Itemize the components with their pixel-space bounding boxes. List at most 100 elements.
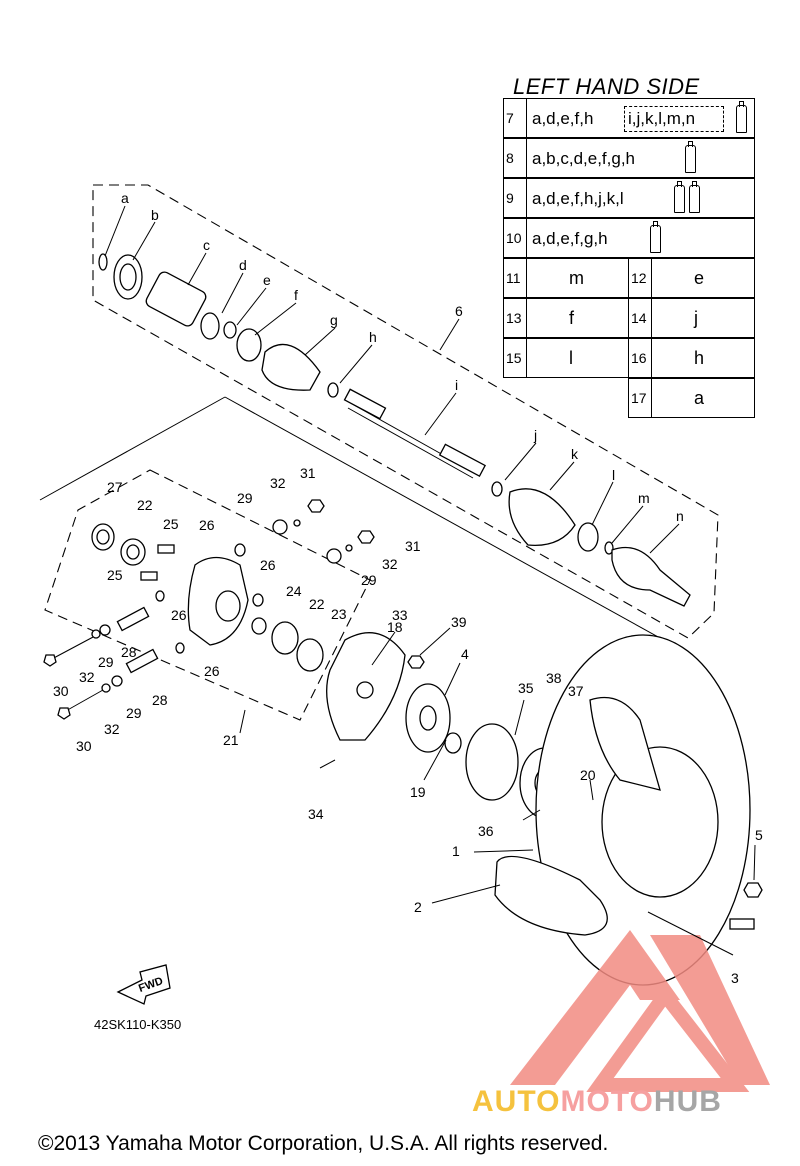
callout-32c: 32	[79, 669, 95, 685]
callout-i: i	[455, 377, 458, 393]
callout-26a: 26	[199, 517, 215, 533]
legend-row: 9 a,d,e,f,h,j,k,l	[503, 178, 755, 218]
legend-row-value: a,d,e,f,h,j,k,l	[532, 189, 624, 208]
legend-pair-row: 11 m 12 e	[503, 258, 755, 298]
watermark-auto: AUTO	[472, 1085, 561, 1118]
callout-18: 18	[387, 619, 403, 635]
fwd-arrow-icon: FWD	[116, 964, 171, 1005]
watermark-logo	[510, 930, 770, 1092]
letter-callouts: a b c d e f g h i j k l m n	[121, 190, 684, 524]
callout-28b: 28	[152, 692, 168, 708]
callout-31b: 31	[405, 538, 421, 554]
callout-6: 6	[455, 303, 463, 319]
callout-21: 21	[223, 732, 239, 748]
number-callouts: 1 2 3 4 5 6 18 19 20 21 22 22 23 24 25 2…	[53, 303, 763, 986]
legend-pair-num: 12	[631, 270, 647, 286]
callout-20: 20	[580, 767, 596, 783]
callout-3: 3	[731, 970, 739, 986]
drive-shaft-parts	[98, 253, 691, 607]
callout-5: 5	[755, 827, 763, 843]
legend-pair-value: m	[569, 268, 584, 288]
legend-pair-value: l	[569, 348, 573, 368]
callout-30b: 30	[76, 738, 92, 754]
callout-26b: 26	[260, 557, 276, 573]
callout-e: e	[263, 272, 271, 288]
callout-24: 24	[286, 583, 302, 599]
legend-row-value: a,d,e,f,g,h	[532, 229, 608, 248]
legend-row-num: 9	[506, 190, 514, 206]
grease-tube-icon	[689, 181, 700, 213]
legend-title: LEFT HAND SIDE	[513, 74, 700, 99]
watermark-text: AUTOMOTOHUB	[472, 1085, 722, 1119]
grease-tube-icon	[650, 221, 661, 253]
legend-row-num: 7	[506, 110, 514, 126]
callout-b: b	[151, 207, 159, 223]
legend-boxed-group: i,j,k,l,m,n	[624, 106, 724, 132]
callout-34: 34	[308, 806, 324, 822]
callout-25a: 25	[163, 516, 179, 532]
legend-row: 10 a,d,e,f,g,h	[503, 218, 755, 258]
grease-tube-icon	[674, 181, 685, 213]
callout-n: n	[676, 508, 684, 524]
callout-33: 33	[392, 607, 408, 623]
callout-29b: 29	[361, 572, 377, 588]
callout-l: l	[612, 467, 615, 483]
legend-row: 8 a,b,c,d,e,f,g,h	[503, 138, 755, 178]
drive-shaft-group-outline	[92, 184, 719, 639]
copyright-notice: ©2013 Yamaha Motor Corporation, U.S.A. A…	[38, 1132, 609, 1155]
callout-36: 36	[478, 823, 494, 839]
legend-row: 7 a,d,e,f,h i,j,k,l,m,n	[503, 98, 755, 138]
callout-g: g	[330, 312, 338, 328]
grease-tube-icon	[685, 141, 696, 173]
legend-pair-value: h	[694, 348, 705, 368]
callout-c: c	[203, 237, 210, 253]
callout-d: d	[239, 257, 247, 273]
legend-row-value: a,b,c,d,e,f,g,h	[532, 149, 636, 168]
legend-pair-value: a	[694, 388, 705, 408]
callout-4: 4	[461, 646, 469, 662]
callout-k: k	[571, 446, 579, 462]
callout-1: 1	[452, 843, 460, 859]
legend-pair-num: 11	[506, 270, 521, 286]
legend-pair-num: 16	[631, 350, 647, 366]
callout-23: 23	[331, 606, 347, 622]
watermark-hub: HUB	[653, 1085, 722, 1118]
callout-19: 19	[410, 784, 426, 800]
callout-35: 35	[518, 680, 534, 696]
legend-row-num: 10	[506, 230, 522, 246]
callout-29c: 29	[98, 654, 114, 670]
legend-pair-row: 15 l 16 h	[503, 338, 755, 378]
callout-39: 39	[451, 614, 467, 630]
callout-a: a	[121, 190, 129, 206]
callout-31a: 31	[300, 465, 316, 481]
legend-pair-num: 15	[506, 350, 522, 366]
watermark-moto: MOTO	[560, 1085, 654, 1118]
callout-27: 27	[107, 479, 123, 495]
callout-f: f	[294, 287, 298, 303]
callout-22a: 22	[137, 497, 153, 513]
legend-row-num: 8	[506, 150, 514, 166]
callout-29d: 29	[126, 705, 142, 721]
leader-lines	[104, 205, 756, 956]
diagram-code: 42SK110-K350	[94, 1017, 182, 1032]
callout-26d: 26	[204, 663, 220, 679]
callout-26c: 26	[171, 607, 187, 623]
legend-pair-row: 17 a	[503, 378, 755, 418]
callout-28a: 28	[121, 644, 137, 660]
legend-pair-num: 14	[631, 310, 647, 326]
grease-tube-icon	[736, 101, 747, 133]
legend-pair-row: 13 f 14 j	[503, 298, 755, 338]
knuckle-parts	[43, 499, 375, 720]
callout-30a: 30	[53, 683, 69, 699]
callout-38: 38	[546, 670, 562, 686]
callout-2: 2	[414, 899, 422, 915]
callout-22b: 22	[309, 596, 325, 612]
callout-32a: 32	[270, 475, 286, 491]
callout-j: j	[533, 427, 537, 443]
wheel-hub-parts	[326, 632, 763, 986]
legend-pair-num: 13	[506, 310, 522, 326]
callout-h: h	[369, 329, 377, 345]
callout-m: m	[638, 490, 650, 506]
callout-37: 37	[568, 683, 584, 699]
